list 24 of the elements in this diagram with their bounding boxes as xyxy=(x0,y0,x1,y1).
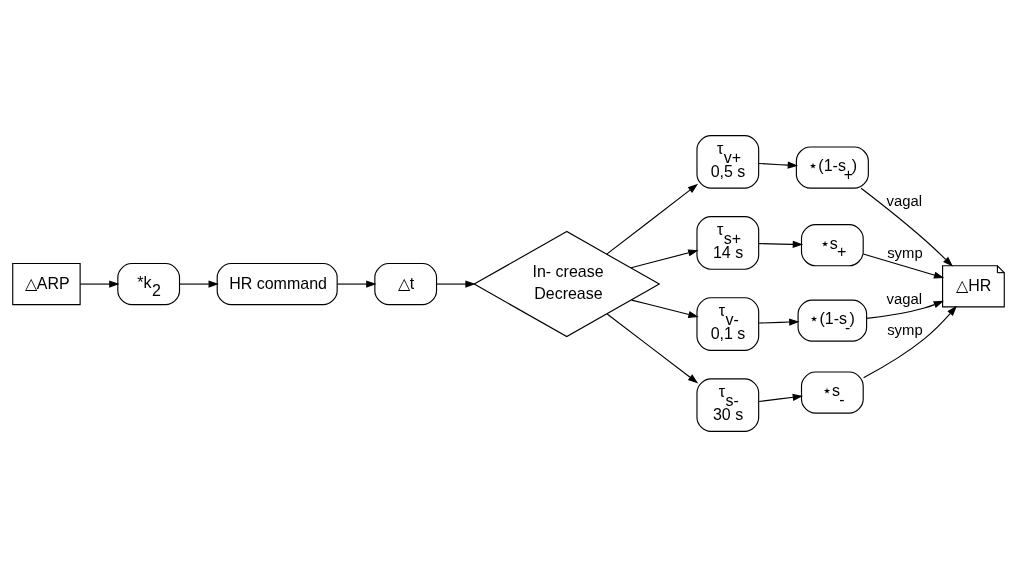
arrow xyxy=(866,300,944,319)
arrow xyxy=(336,279,377,288)
arrow xyxy=(758,317,800,326)
arrow xyxy=(758,393,803,402)
arrow xyxy=(758,240,804,248)
node-box: HR command xyxy=(216,262,338,305)
arrow xyxy=(606,312,699,383)
edge-label: symp xyxy=(887,321,923,338)
arrow xyxy=(863,305,957,378)
arrow xyxy=(179,279,219,288)
arrow xyxy=(631,299,699,318)
arrow xyxy=(606,183,699,255)
edge-label: vagal xyxy=(886,290,923,307)
node-box: △ARP xyxy=(12,262,81,305)
edge-label: vagal xyxy=(886,192,923,209)
node-box: △t xyxy=(374,262,438,305)
node-diamond: In- crease Decrease xyxy=(473,230,661,337)
arrow xyxy=(436,279,476,288)
arrow xyxy=(758,161,798,169)
arrow xyxy=(862,253,945,279)
arrow xyxy=(79,279,120,288)
arrow xyxy=(860,187,953,267)
arrow xyxy=(630,248,699,268)
edge-label: symp xyxy=(887,244,923,261)
